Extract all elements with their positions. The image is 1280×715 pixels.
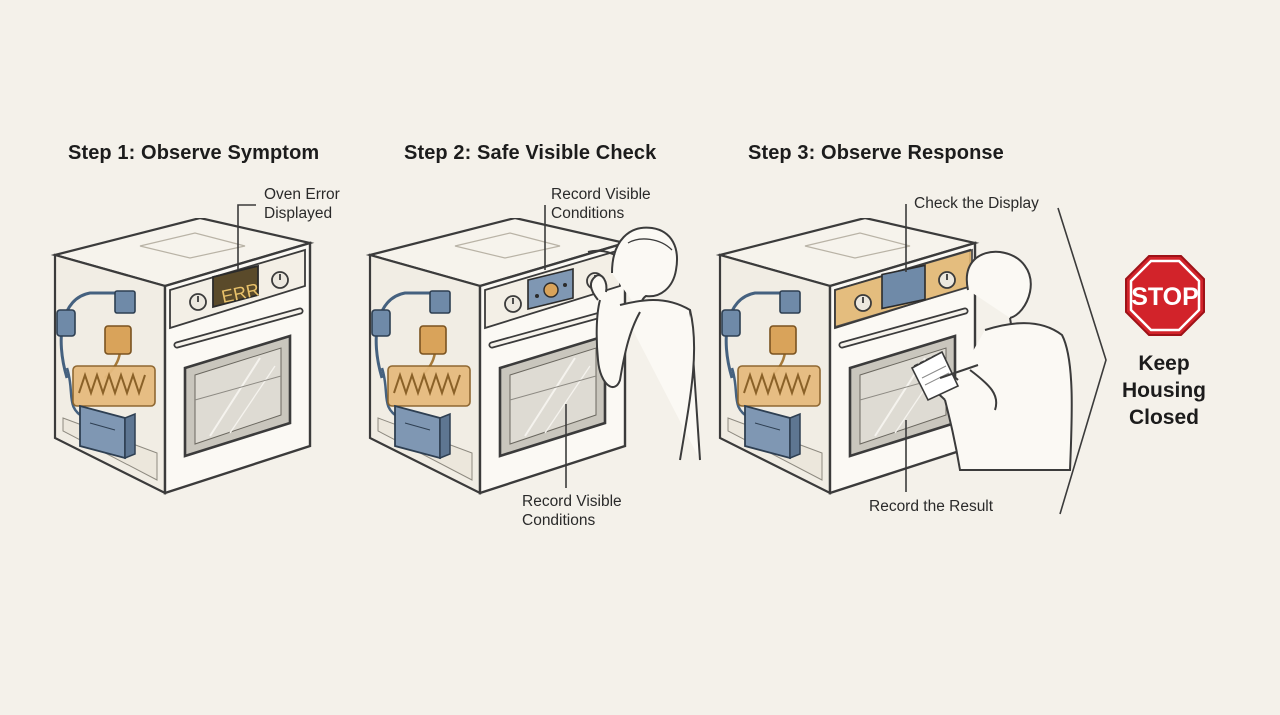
callout-check-display: Check the Display <box>914 194 1039 213</box>
callout-line: Record the Result <box>869 498 994 515</box>
oven-illustration-step2 <box>370 205 625 493</box>
callout-line: Record Visible <box>551 186 651 203</box>
callout-line: Check the Display <box>914 195 1039 212</box>
divider-bracket <box>1057 207 1107 515</box>
callout-line: Conditions <box>551 205 625 222</box>
caption-line: Keep <box>1138 352 1190 375</box>
keep-housing-closed-caption: Keep Housing Closed <box>1108 350 1220 431</box>
callout-record-visible-top: Record Visible Conditions <box>551 185 651 223</box>
caption-line: Housing <box>1122 379 1206 402</box>
callout-line: Record Visible <box>522 493 622 510</box>
display-screen <box>881 264 926 310</box>
callout-line: Oven Error <box>264 186 340 203</box>
stop-sign-icon: STOP <box>1125 255 1205 336</box>
oven-illustration-step3 <box>720 204 975 493</box>
step-3-title: Step 3: Observe Response <box>748 142 1004 164</box>
person-inspecting-oven <box>587 226 701 461</box>
step-1-title: Step 1: Observe Symptom <box>68 142 320 164</box>
callout-record-visible-bottom: Record Visible Conditions <box>522 492 622 530</box>
callout-line: Displayed <box>264 205 333 222</box>
stop-sign-text: STOP <box>1131 283 1199 311</box>
step-2-title: Step 2: Safe Visible Check <box>404 142 657 164</box>
caption-line: Closed <box>1128 406 1199 429</box>
callout-record-result: Record the Result <box>869 497 993 516</box>
control-dial-panel <box>527 267 574 311</box>
notepad-icon <box>910 350 979 402</box>
callout-oven-error: Oven Error Displayed <box>264 185 340 223</box>
oven-illustration-step1: ERR <box>55 204 310 493</box>
callout-line: Conditions <box>522 512 596 529</box>
